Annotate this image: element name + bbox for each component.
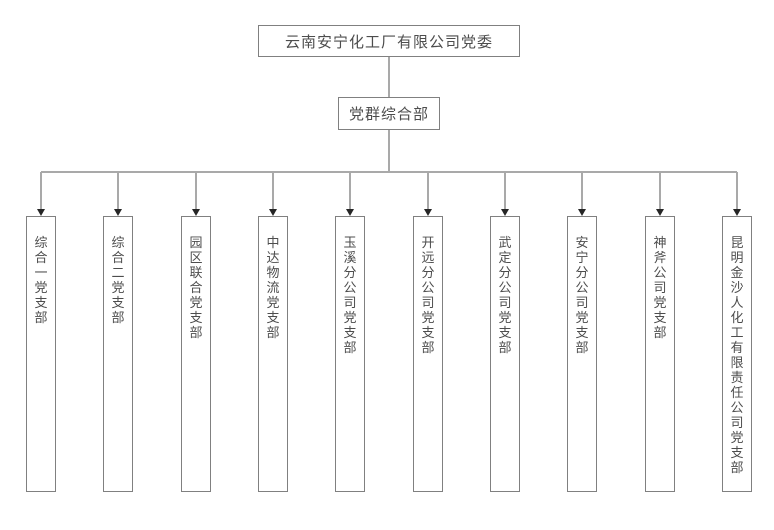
connector-dept-to-bus [388, 130, 390, 171]
connector-drop [40, 172, 42, 210]
connector-drop [504, 172, 506, 210]
connector-drop [581, 172, 583, 210]
connector-drop [736, 172, 738, 210]
arrow-down-icon [578, 209, 586, 216]
org-branch-box: 综合一党支部 [26, 216, 56, 492]
org-dept-label: 党群综合部 [348, 106, 429, 123]
arrow-down-icon [37, 209, 45, 216]
org-branch-box: 神斧公司党支部 [645, 216, 675, 492]
org-root-box: 云南安宁化工厂有限公司党委 [258, 25, 520, 57]
arrow-down-icon [192, 209, 200, 216]
arrow-down-icon [346, 209, 354, 216]
org-branch-box: 中达物流党支部 [258, 216, 288, 492]
org-branch-box: 武定分公司党支部 [490, 216, 520, 492]
connector-drop [272, 172, 274, 210]
org-branch-box: 玉溪分公司党支部 [335, 216, 365, 492]
arrow-down-icon [656, 209, 664, 216]
org-branch-box: 安宁分公司党支部 [567, 216, 597, 492]
connector-root-to-dept [388, 57, 390, 97]
org-branch-box: 园区联合党支部 [181, 216, 211, 492]
arrow-down-icon [424, 209, 432, 216]
arrow-down-icon [501, 209, 509, 216]
org-branch-box: 昆明金沙人化工有限责任公司党支部 [722, 216, 752, 492]
arrow-down-icon [269, 209, 277, 216]
connector-drop [349, 172, 351, 210]
org-branch-box: 开远分公司党支部 [413, 216, 443, 492]
connector-drop [195, 172, 197, 210]
connector-drop [117, 172, 119, 210]
org-root-label: 云南安宁化工厂有限公司党委 [284, 33, 493, 51]
arrow-down-icon [114, 209, 122, 216]
arrow-down-icon [733, 209, 741, 216]
connector-drop [427, 172, 429, 210]
org-dept-box: 党群综合部 [338, 97, 440, 130]
connector-horizontal-bus [41, 171, 737, 173]
org-branch-box: 综合二党支部 [103, 216, 133, 492]
connector-drop [659, 172, 661, 210]
